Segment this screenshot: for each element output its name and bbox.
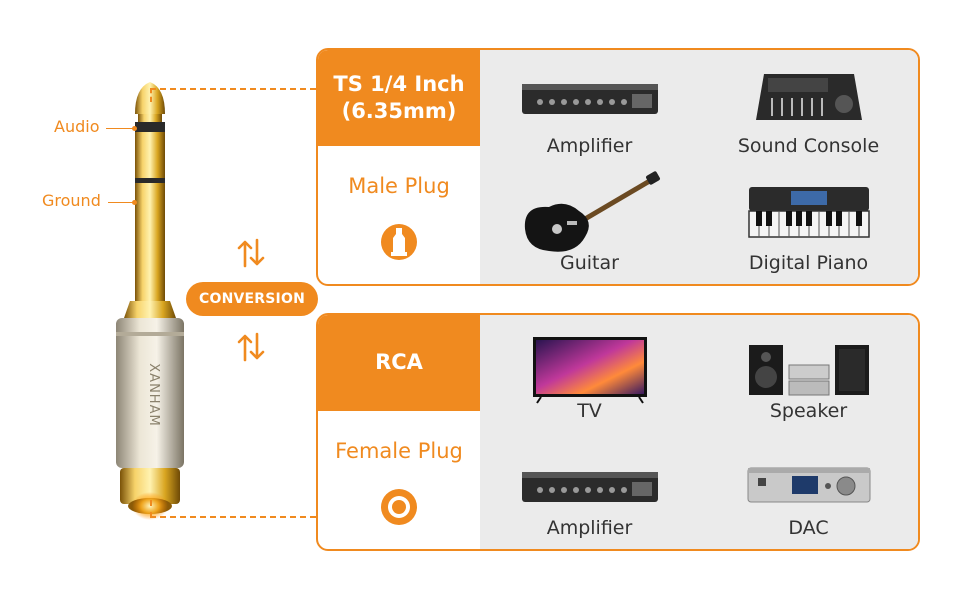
amplifier-icon (521, 84, 658, 114)
device-sound-console: Sound Console (699, 50, 918, 167)
sound-console-icon (755, 74, 862, 120)
device-label: Guitar (560, 252, 619, 274)
panel-rca-female: RCA Female Plug (316, 313, 920, 551)
device-dac: DAC (699, 432, 918, 549)
female-plug-icon (381, 489, 417, 525)
tv-icon (532, 337, 647, 404)
digital-piano-icon (747, 187, 870, 238)
panel-title-line2: (6.35mm) (341, 99, 457, 123)
brand-label: XANHAM (146, 363, 161, 426)
plug-type-label: Male Plug (348, 174, 450, 198)
device-tv: TV (480, 315, 699, 432)
callout-ground-dot (132, 200, 137, 205)
device-label: DAC (788, 517, 829, 539)
connector-top (150, 88, 316, 102)
device-guitar: Guitar (480, 167, 699, 284)
guitar-icon (524, 171, 660, 252)
device-label: TV (577, 400, 602, 422)
device-digital-piano: Digital Piano (699, 167, 918, 284)
device-label: Speaker (769, 400, 848, 422)
callout-audio-line (106, 128, 134, 129)
panel-plug-type: Female Plug (318, 411, 480, 549)
device-amplifier: Amplifier (480, 50, 699, 167)
callout-audio-dot (132, 126, 137, 131)
swap-arrows-icon (237, 332, 265, 362)
device-grid: TV Speaker Amplifier (480, 315, 918, 549)
panel-plug-type: Male Plug (318, 146, 480, 284)
male-plug-icon (381, 224, 417, 260)
callout-audio: Audio (54, 117, 100, 136)
device-speaker: Speaker (699, 315, 918, 432)
amplifier-icon (521, 472, 658, 502)
conversion-badge: CONVERSION (186, 282, 318, 316)
dac-icon (747, 467, 870, 503)
connector-bottom (150, 500, 316, 518)
callout-ground: Ground (42, 191, 101, 210)
device-label: Amplifier (546, 517, 633, 539)
panel-ts-male: TS 1/4 Inch (6.35mm) Male Plug Amplifier (316, 48, 920, 286)
panel-title: TS 1/4 Inch (6.35mm) (318, 50, 480, 146)
panel-title: RCA (318, 315, 480, 411)
device-label: Sound Console (737, 135, 880, 157)
panel-title-line1: RCA (375, 350, 423, 375)
device-amplifier: Amplifier (480, 432, 699, 549)
speaker-icon (748, 345, 869, 396)
panel-left: RCA Female Plug (318, 315, 480, 549)
panel-left: TS 1/4 Inch (6.35mm) Male Plug (318, 50, 480, 284)
device-label: Amplifier (546, 135, 633, 157)
device-label: Digital Piano (748, 252, 869, 274)
callout-ground-line (108, 202, 134, 203)
swap-arrows-icon (237, 238, 265, 268)
panel-title-line1: TS 1/4 Inch (333, 71, 465, 96)
device-grid: Amplifier Sound Console Guitar (480, 50, 918, 284)
plug-type-label: Female Plug (335, 439, 463, 463)
